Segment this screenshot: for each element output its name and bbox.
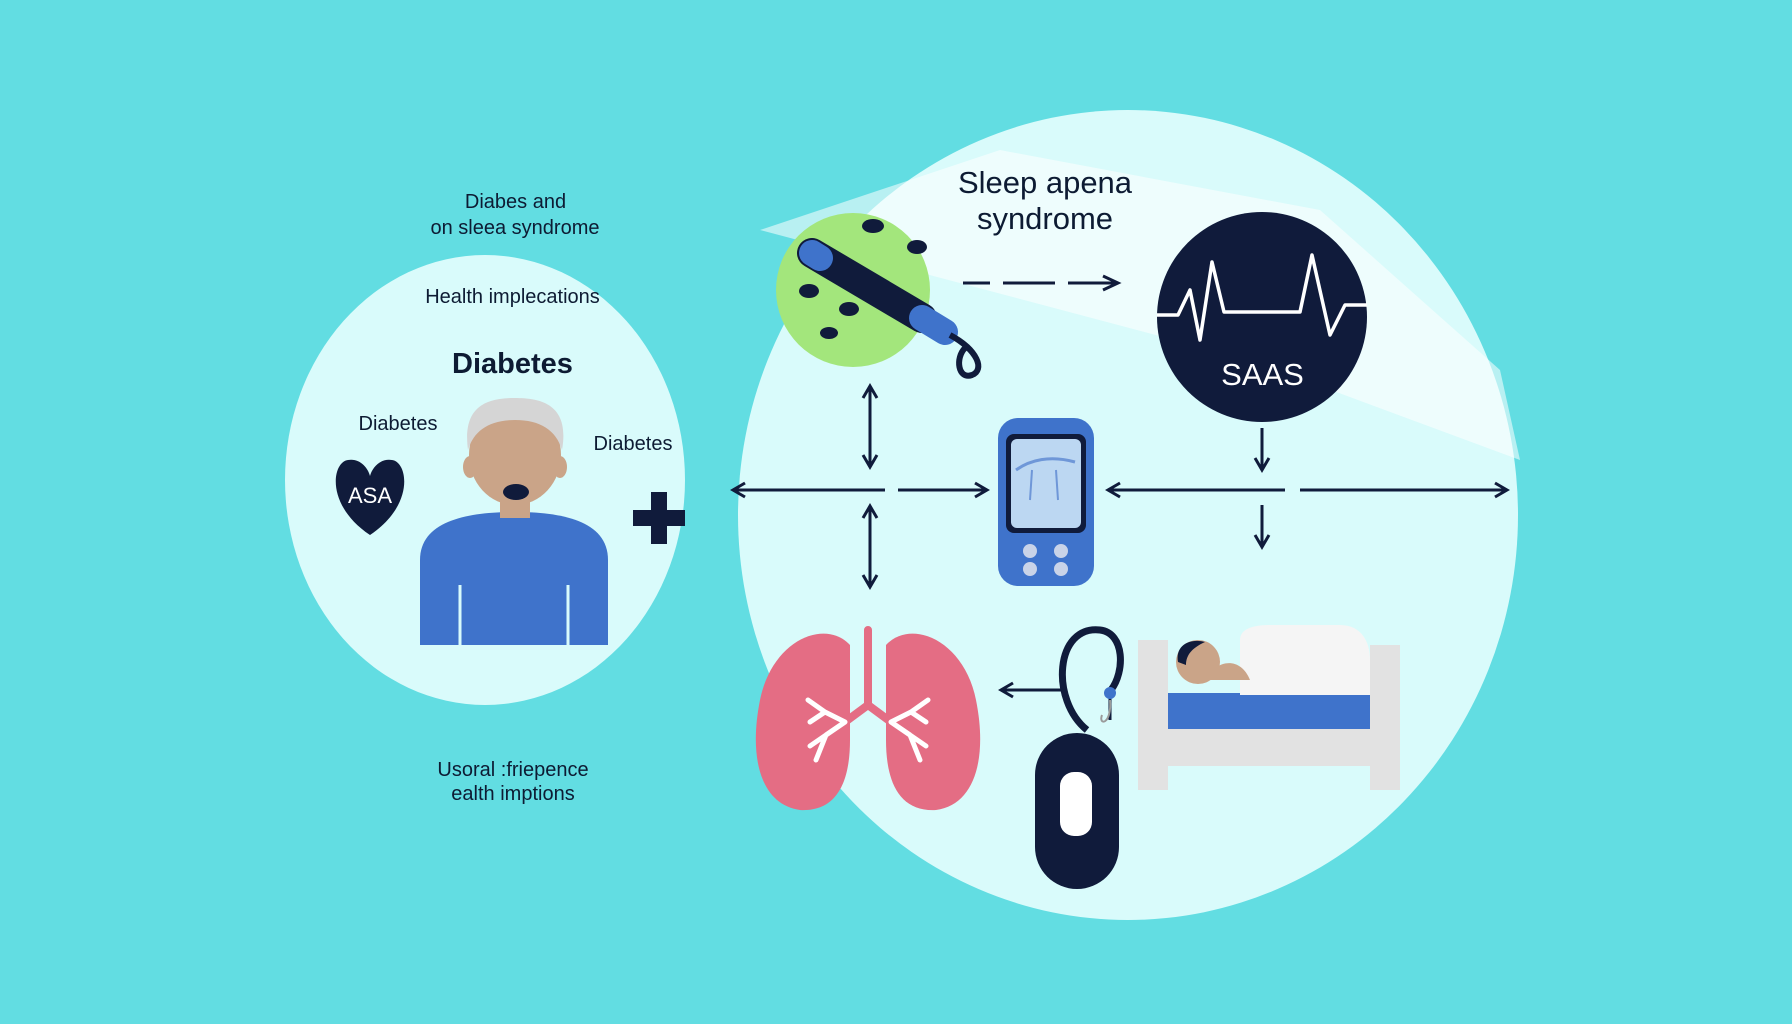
saas-badge-text: SAAS: [1221, 357, 1304, 392]
person-icon: [420, 398, 608, 645]
health-implications-label: Health implecations: [425, 286, 600, 308]
top-left-caption-line2: on sleea syndrome: [430, 217, 600, 239]
bottom-left-caption-line1: Usoral :friepence: [437, 759, 589, 781]
diabetes-label-right: Diabetes: [593, 433, 673, 455]
insulin-pen-icon: [776, 213, 982, 379]
sleep-title-line2: syndrome: [976, 201, 1114, 236]
heart-badge-text: ASA: [347, 483, 393, 508]
cpap-mask-icon: [1035, 626, 1124, 889]
arrow-connectors: [730, 274, 1510, 699]
heart-icon: [335, 459, 405, 535]
plus-icon: [633, 492, 685, 544]
bottom-left-caption-line2: ealth imptions: [451, 783, 575, 805]
top-left-caption-line1: Diabes and: [464, 191, 567, 213]
glucose-meter-icon: [998, 418, 1094, 586]
diabetes-label-left: Diabetes: [358, 413, 438, 435]
sleeping-person-bed-icon: [1138, 625, 1400, 790]
sleep-title-line1: Sleep apena: [957, 165, 1133, 200]
diabetes-heading: Diabetes: [452, 348, 573, 380]
heartbeat-monitor-icon: [1157, 212, 1367, 422]
lungs-icon: [755, 626, 981, 811]
